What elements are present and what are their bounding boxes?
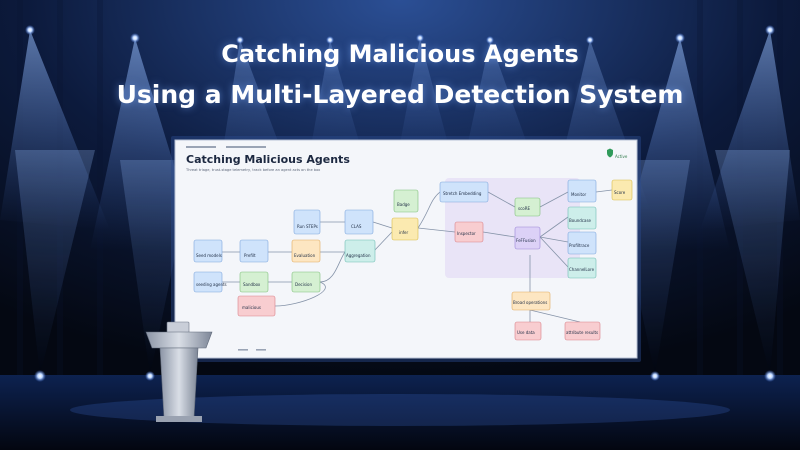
node-profiltrace: Profiltrace xyxy=(567,231,597,255)
svg-text:malicious: malicious xyxy=(242,305,261,310)
stage-light-icon xyxy=(586,36,594,44)
svg-text:ChannelLore: ChannelLore xyxy=(569,267,595,272)
svg-text:infer: infer xyxy=(399,230,409,235)
node-inspector: Inspector xyxy=(454,221,484,243)
svg-text:Stretch Embedding: Stretch Embedding xyxy=(443,191,482,196)
screen-heading: Catching Malicious Agents xyxy=(186,153,350,166)
svg-text:Boundcase: Boundcase xyxy=(569,218,592,223)
svg-text:Aggregation: Aggregation xyxy=(346,253,371,258)
stage-floor xyxy=(0,375,800,450)
node-channellore: ChannelLore xyxy=(567,257,597,279)
screen-status: Active xyxy=(607,148,628,159)
stage-light-icon xyxy=(326,36,334,44)
svg-text:attribute results: attribute results xyxy=(566,330,598,335)
screen-breadcrumb xyxy=(186,146,266,148)
svg-text:Score: Score xyxy=(614,190,626,195)
node-badge: Badge xyxy=(393,189,419,213)
shield-icon xyxy=(607,148,613,158)
node-seeding-agents: seeding agents xyxy=(193,271,227,293)
node-aggregation: Aggregation xyxy=(344,239,376,263)
stage-light-icon xyxy=(675,33,685,43)
svg-text:Seed models: Seed models xyxy=(196,253,222,258)
svg-text:Broad operations: Broad operations xyxy=(513,300,547,305)
screen-subheading: Threat triage, trust-stage telemetry, tr… xyxy=(185,168,321,172)
node-score: Score xyxy=(611,179,633,201)
stage-light-icon xyxy=(764,370,776,382)
svg-text:Sandbox: Sandbox xyxy=(243,282,261,287)
node-monitor: Monitor xyxy=(567,179,597,203)
svg-text:Monitor: Monitor xyxy=(571,192,587,197)
svg-text:seeding agents: seeding agents xyxy=(196,282,227,287)
node-evaluation: Evaluation xyxy=(291,239,321,263)
status-label: Active xyxy=(615,154,628,159)
stage-light-icon xyxy=(416,34,424,42)
svg-text:scoRE: scoRE xyxy=(518,206,531,211)
stage-light-icon xyxy=(236,36,244,44)
screen-footer-marks xyxy=(238,349,266,351)
svg-text:Run STEPs: Run STEPs xyxy=(297,224,318,229)
stage-light-icon xyxy=(650,371,660,381)
title-line-2: Using a Multi-Layered Detection System xyxy=(116,80,684,109)
svg-text:Prefilt: Prefilt xyxy=(244,253,256,258)
node-stretch-embedding: Stretch Embedding xyxy=(439,181,489,203)
svg-text:FeFFusion: FeFFusion xyxy=(516,238,536,243)
node-decision: Decision xyxy=(291,271,321,293)
node-run-steps: Run STEPs xyxy=(293,209,321,235)
floor-stage-lights xyxy=(34,370,776,382)
node-score-core: scoRE xyxy=(514,197,541,217)
podium xyxy=(145,321,213,422)
node-malicious: malicious xyxy=(237,295,276,317)
stage-light-icon xyxy=(25,25,35,35)
svg-text:Decision: Decision xyxy=(295,282,312,287)
svg-text:CLAS: CLAS xyxy=(351,224,362,229)
svg-text:Badge: Badge xyxy=(397,202,410,207)
podium-icon xyxy=(159,347,199,419)
node-broad-operations: Broad operations xyxy=(511,291,551,311)
node-sandbox: Sandbox xyxy=(239,271,269,293)
stage-light-icon xyxy=(765,25,775,35)
node-attribute-results: attribute results xyxy=(564,321,601,341)
node-clas: CLAS xyxy=(344,209,374,235)
svg-text:Use data: Use data xyxy=(517,330,535,335)
stage-light-icon xyxy=(486,36,494,44)
node-use-data: Use data xyxy=(514,321,542,341)
stage-light-icon xyxy=(145,371,155,381)
stage-light-icon xyxy=(130,33,140,43)
node-feffusion: FeFFusion xyxy=(514,226,541,250)
node-boundcase: Boundcase xyxy=(567,206,597,230)
node-seed-models: Seed models xyxy=(193,239,223,263)
svg-text:Profiltrace: Profiltrace xyxy=(569,243,590,248)
stage-light-icon xyxy=(34,370,46,382)
diagram-nodes: Seed models seeding agents Prefilt Sandb… xyxy=(193,179,633,341)
node-prefilt: Prefilt xyxy=(239,239,269,263)
svg-text:Evaluation: Evaluation xyxy=(294,253,316,258)
top-stage-lights xyxy=(25,25,775,44)
svg-text:Inspector: Inspector xyxy=(457,231,476,236)
title-line-1: Catching Malicious Agents xyxy=(221,40,579,68)
node-infer: infer xyxy=(391,217,419,241)
